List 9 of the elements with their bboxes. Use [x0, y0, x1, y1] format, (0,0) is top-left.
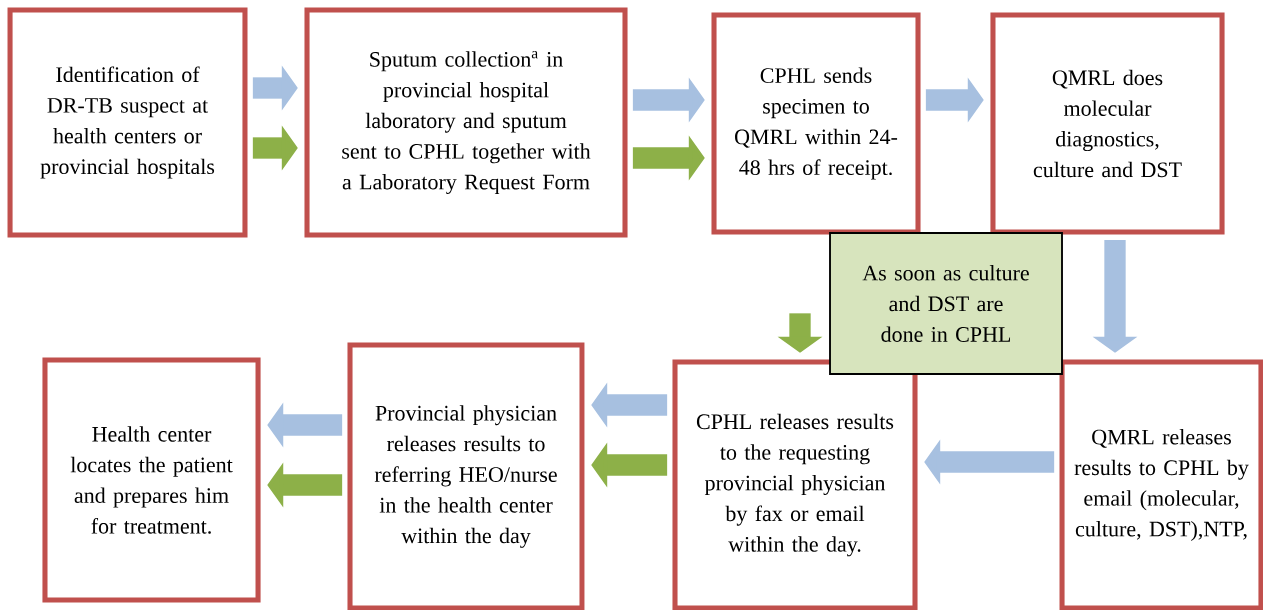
process-box: Health center locates the patient and prepares him for treatment.	[42, 357, 261, 603]
process-box: Sputum collection$^{a}$ in provincial hospital laboratory and sputum sent to CPHL together with a Laboratory Request Form	[304, 7, 628, 238]
process-box: Identification of DR-TB suspect at health centers or provincial hospitals	[7, 7, 248, 238]
process-box: QMRL does molecular diagnostics, culture and DST	[990, 12, 1225, 235]
process-box: Provincial physician releases results to referring HEO/nurse in the health center within the day	[347, 342, 585, 610]
note-box: As soon as culture and DST are done in CPHL	[829, 232, 1063, 375]
process-box: QMRL releases results to CPHL by email (molecular, culture, DST),NTP,	[1059, 359, 1263, 610]
process-box: CPHL sends specimen to QMRL within 24-48 hrs of receipt.	[711, 12, 921, 235]
process-box: CPHL releases results to the requesting provincial physician by fax or email within the day.	[672, 359, 918, 610]
